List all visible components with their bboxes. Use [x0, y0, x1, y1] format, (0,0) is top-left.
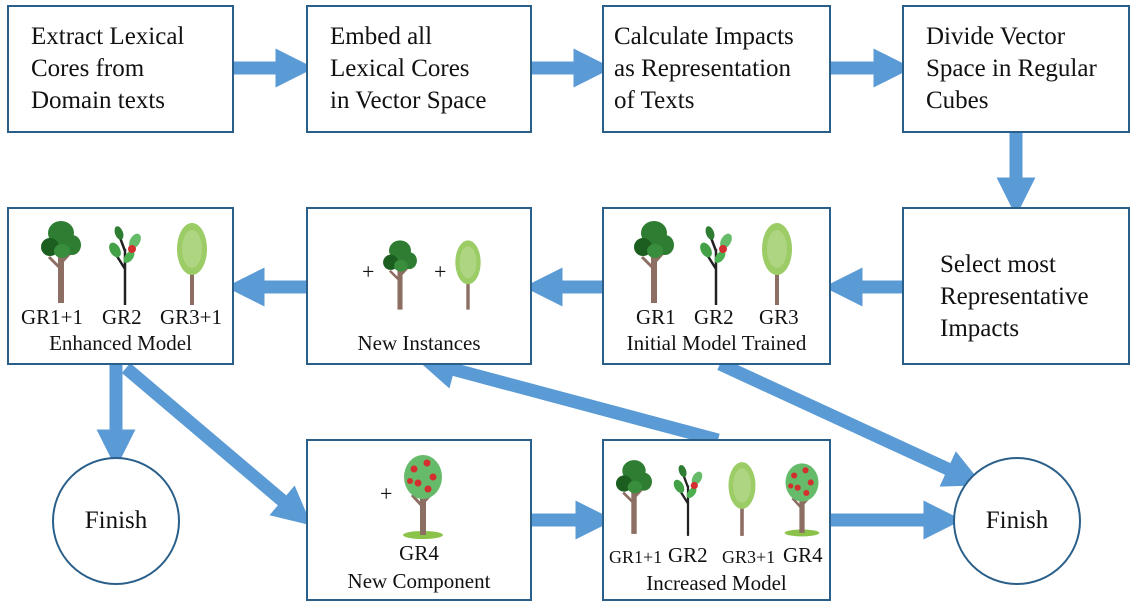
enhanced-gr3-label: GR3+1	[160, 305, 223, 329]
enhanced-gr1-label: GR1+1	[21, 305, 84, 329]
plus-sign-3: +	[380, 481, 393, 506]
increased-model-box: GR1+1 GR2 GR3+1 GR4 Increased Model	[602, 439, 831, 601]
new-component-caption: New Component	[347, 569, 491, 593]
gr4-label: GR4	[399, 541, 439, 565]
increased-gr4-label: GR4	[783, 543, 823, 567]
step-divide-text: Divide Vector Space in Regular Cubes	[926, 23, 1097, 114]
plus-sign-1: +	[362, 259, 375, 284]
increased-gr1-label: GR1+1	[609, 547, 663, 567]
sprout-tree-icon	[700, 226, 732, 305]
light-tree-icon	[762, 223, 792, 305]
new-component-box: + GR4 New Component	[306, 439, 532, 601]
initial-model-caption: Initial Model Trained	[626, 331, 807, 355]
step-extract-text: Extract Lexical Cores from Domain texts	[31, 23, 185, 114]
enhanced-gr2-label: GR2	[102, 305, 142, 329]
initial-gr1-label: GR1	[636, 305, 676, 329]
initial-model-box: GR1 GR2 GR3 Initial Model Trained	[602, 207, 831, 365]
dark-tree-icon	[616, 460, 652, 534]
initial-gr3-label: GR3	[759, 305, 799, 329]
enhanced-model-caption: Enhanced Model	[49, 331, 192, 355]
light-tree-icon	[455, 240, 481, 310]
finish-left-node: Finish	[52, 457, 180, 585]
step-embed-text: Embed all Lexical Cores in Vector Space	[330, 23, 487, 114]
sprout-tree-icon	[673, 465, 703, 536]
light-tree-icon	[177, 223, 207, 305]
apple-tree-icon	[784, 463, 820, 537]
increased-model-caption: Increased Model	[646, 571, 787, 595]
step-divide-box: Divide Vector Space in Regular Cubes	[902, 5, 1130, 133]
sprout-tree-icon	[109, 226, 141, 305]
step-calculate-box: Calculate Impacts as Representation of T…	[602, 5, 831, 133]
finish-right-node: Finish	[953, 457, 1081, 585]
step-embed-box: Embed all Lexical Cores in Vector Space	[306, 5, 532, 133]
step-select-box: Select most Representative Impacts	[902, 207, 1130, 365]
arrow-increased-to-new-instances	[416, 350, 720, 447]
arrow-initial-to-finish	[717, 358, 984, 487]
step-select-text: Select most Representative Impacts	[940, 251, 1089, 342]
enhanced-model-box: GR1+1 GR2 GR3+1 Enhanced Model	[7, 207, 234, 365]
increased-gr2-label: GR2	[668, 543, 708, 567]
new-instances-caption: New Instances	[357, 331, 481, 355]
dark-tree-icon	[41, 221, 81, 303]
apple-tree-icon	[403, 455, 443, 539]
new-instances-box: + + New Instances	[306, 207, 532, 365]
plus-sign-2: +	[434, 259, 447, 284]
arrow-enhanced-to-new-component	[121, 363, 312, 526]
initial-gr2-label: GR2	[694, 305, 734, 329]
step-calculate-text: Calculate Impacts as Representation of T…	[614, 23, 794, 114]
light-tree-icon	[728, 462, 756, 536]
increased-gr3-label: GR3+1	[722, 547, 776, 567]
dark-tree-icon	[383, 240, 417, 310]
dark-tree-icon	[634, 221, 674, 303]
step-extract-box: Extract Lexical Cores from Domain texts	[7, 5, 234, 133]
